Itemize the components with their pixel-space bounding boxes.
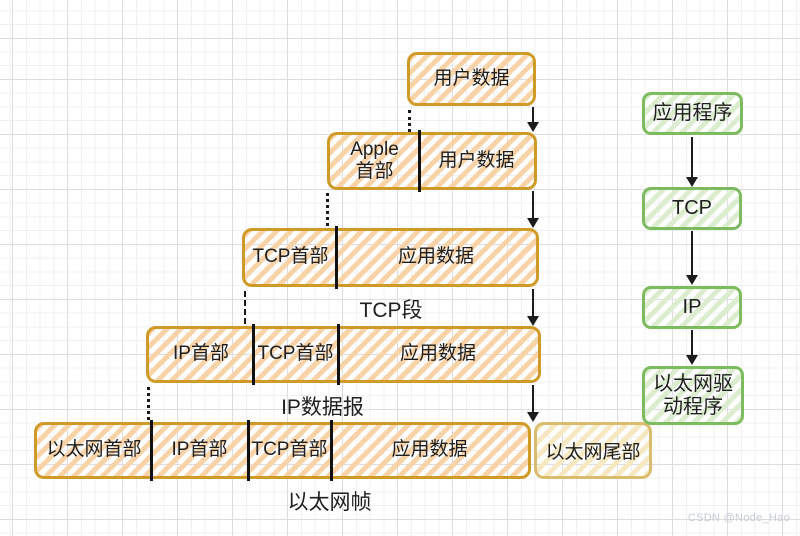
tcp-segment-caption: TCP段 [359,299,423,322]
app-message-box: Apple 首部 用户数据 [327,130,537,192]
tcp-header-cell: TCP首部 [257,343,334,365]
cell-divider [330,420,333,481]
ip-header-cell: IP首部 [171,439,228,461]
cell-divider [247,420,250,481]
ip-datagram-box: IP首部 TCP首部 应用数据 [146,324,541,385]
app-data-cell: 应用数据 [399,343,476,365]
user-data-cell: 用户数据 [438,149,515,171]
app-data-cell: 应用数据 [397,246,474,268]
down-arrow-icon [686,137,698,187]
dotted-connector-2 [326,193,329,226]
user-data-box: 用户数据 [407,52,536,106]
down-arrow-icon [686,330,698,365]
down-arrow-icon [527,385,539,422]
ip-header-cell: IP首部 [173,343,229,365]
ethernet-frame-caption: 以太网帧 [287,491,372,514]
ethernet-header-cell: 以太网首部 [46,439,142,461]
tcp-segment-box: TCP首部 应用数据 [242,226,539,289]
cell-divider [337,324,340,385]
tcp-header-cell: TCP首部 [251,439,328,461]
app-data-cell: 应用数据 [391,439,468,461]
cell-divider [335,226,338,289]
ethernet-trailer-box: 以太网尾部 [534,422,652,479]
ethernet-frame-box: 以太网首部 IP首部 TCP首部 应用数据 [34,420,531,481]
user-data-label: 用户数据 [433,67,510,89]
dashed-connector [244,291,246,324]
watermark: CSDN @Node_Hao [687,512,790,524]
ip-datagram-caption: IP数据报 [281,396,364,419]
cell-divider [150,420,153,481]
down-arrow-icon [686,231,698,285]
tcp-node: TCP [642,187,742,230]
ethernet-driver-node: 以太网驱 动程序 [642,366,744,425]
dotted-connector-1 [408,110,411,132]
ip-node: IP [642,286,742,329]
cell-divider [418,130,421,192]
down-arrow-icon [527,107,539,132]
application-node: 应用程序 [642,92,743,135]
apple-header-cell: Apple 首部 [350,138,399,182]
tcp-header-cell: TCP首部 [252,246,329,268]
down-arrow-icon [527,191,539,228]
down-arrow-icon [527,289,539,326]
cell-divider [252,324,255,385]
dotted-connector-3 [147,387,150,420]
